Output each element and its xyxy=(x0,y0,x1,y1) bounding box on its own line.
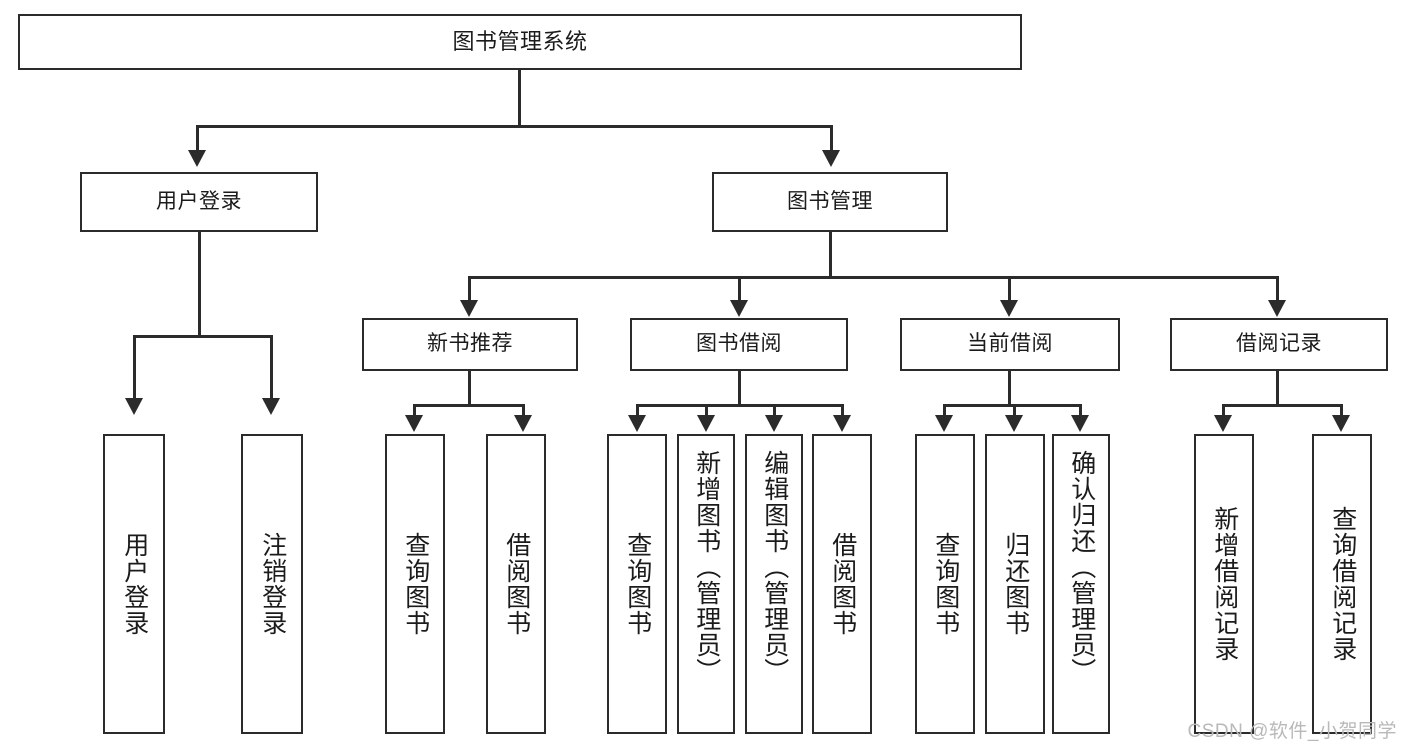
arrow-leaf-borrow-book-2 xyxy=(833,415,851,432)
node-leaf-confirm-return-label: 确认归还（管理员） xyxy=(1067,450,1096,684)
arrow-to-book-manage xyxy=(822,150,840,167)
node-leaf-borrow-book-2[interactable]: 借阅图书 xyxy=(812,434,872,734)
node-leaf-edit-book-label: 编辑图书（管理员） xyxy=(760,450,789,684)
arrow-to-borrow-record xyxy=(1268,300,1286,317)
connector-current-borrow-stem xyxy=(1008,371,1011,405)
node-root-label: 图书管理系统 xyxy=(452,29,588,55)
node-leaf-edit-book[interactable]: 编辑图书（管理员） xyxy=(745,434,803,734)
connector-borrow-record-stem xyxy=(1276,371,1279,405)
connector-book-manage-bus xyxy=(468,276,1278,279)
connector-new-book-rec-left xyxy=(413,404,416,418)
node-leaf-query-book-2-label: 查询图书 xyxy=(623,532,652,636)
connector-current-borrow-c3 xyxy=(1079,404,1082,418)
connector-book-borrow-c4 xyxy=(841,404,844,418)
node-leaf-borrow-book-2-label: 借阅图书 xyxy=(828,532,857,636)
node-leaf-query-book-2[interactable]: 查询图书 xyxy=(607,434,667,734)
connector-new-book-rec-stem xyxy=(468,371,471,405)
node-leaf-confirm-return[interactable]: 确认归还（管理员） xyxy=(1052,434,1110,734)
arrow-leaf-borrow-book-1 xyxy=(514,415,532,432)
connector-to-current-borrow xyxy=(1008,276,1011,304)
connector-borrow-record-right xyxy=(1340,404,1343,418)
node-leaf-return-book[interactable]: 归还图书 xyxy=(985,434,1045,734)
node-leaf-logout-label: 注销登录 xyxy=(258,532,287,636)
connector-to-book-manage xyxy=(830,125,833,153)
arrow-leaf-add-record xyxy=(1214,415,1232,432)
connector-book-borrow-bus xyxy=(636,404,844,407)
arrow-to-book-borrow xyxy=(730,300,748,317)
connector-book-borrow-c1 xyxy=(636,404,639,418)
node-leaf-user-login-label: 用户登录 xyxy=(120,532,149,636)
node-leaf-query-record-label: 查询借阅记录 xyxy=(1328,506,1357,662)
arrow-leaf-logout xyxy=(262,398,280,415)
node-book-borrow-label: 图书借阅 xyxy=(696,332,782,356)
arrow-leaf-query-book-1 xyxy=(405,415,423,432)
arrow-leaf-confirm-return xyxy=(1071,415,1089,432)
node-user-login[interactable]: 用户登录 xyxy=(80,172,318,232)
connector-current-borrow-c2 xyxy=(1013,404,1016,418)
node-leaf-add-book-label: 新增图书（管理员） xyxy=(692,450,721,684)
connector-book-manage-stem xyxy=(829,232,832,278)
node-borrow-record[interactable]: 借阅记录 xyxy=(1170,318,1388,371)
arrow-leaf-edit-book xyxy=(765,415,783,432)
connector-root-bus xyxy=(196,125,833,128)
node-leaf-borrow-book-1-label: 借阅图书 xyxy=(502,532,531,636)
connector-user-login-bus xyxy=(133,335,273,338)
connector-user-login-right xyxy=(270,335,273,400)
arrow-to-user-login xyxy=(188,150,206,167)
connector-book-borrow-c3 xyxy=(773,404,776,418)
connector-current-borrow-bus xyxy=(943,404,1082,407)
arrow-leaf-query-book-3 xyxy=(935,415,953,432)
node-current-borrow[interactable]: 当前借阅 xyxy=(900,318,1120,371)
node-leaf-return-book-label: 归还图书 xyxy=(1001,532,1030,636)
connector-current-borrow-c1 xyxy=(943,404,946,418)
connector-book-borrow-c2 xyxy=(705,404,708,418)
connector-user-login-left xyxy=(133,335,136,400)
node-leaf-query-book-1-label: 查询图书 xyxy=(401,532,430,636)
arrow-leaf-query-record xyxy=(1332,415,1350,432)
node-leaf-query-book-3-label: 查询图书 xyxy=(931,532,960,636)
node-borrow-record-label: 借阅记录 xyxy=(1236,332,1322,356)
node-book-borrow[interactable]: 图书借阅 xyxy=(630,318,848,371)
connector-user-login-stem xyxy=(198,232,201,337)
arrow-leaf-user-login xyxy=(125,398,143,415)
node-leaf-borrow-book-1[interactable]: 借阅图书 xyxy=(486,434,546,734)
arrow-leaf-add-book xyxy=(697,415,715,432)
arrow-leaf-return-book xyxy=(1005,415,1023,432)
connector-new-book-rec-right xyxy=(522,404,525,418)
connector-to-borrow-record xyxy=(1276,276,1279,304)
node-leaf-user-login[interactable]: 用户登录 xyxy=(103,434,165,734)
arrow-leaf-query-book-2 xyxy=(628,415,646,432)
node-new-book-rec-label: 新书推荐 xyxy=(427,332,513,356)
node-leaf-add-record-label: 新增借阅记录 xyxy=(1210,506,1239,662)
arrow-to-current-borrow xyxy=(1000,300,1018,317)
node-book-manage[interactable]: 图书管理 xyxy=(712,172,948,232)
node-new-book-rec[interactable]: 新书推荐 xyxy=(362,318,578,371)
connector-borrow-record-left xyxy=(1222,404,1225,418)
csdn-watermark: CSDN @软件_小贺同学 xyxy=(1187,721,1397,742)
node-leaf-query-book-3[interactable]: 查询图书 xyxy=(915,434,975,734)
node-leaf-add-book[interactable]: 新增图书（管理员） xyxy=(677,434,735,734)
node-leaf-logout[interactable]: 注销登录 xyxy=(241,434,303,734)
connector-book-borrow-stem xyxy=(738,371,741,405)
connector-borrow-record-bus xyxy=(1222,404,1342,407)
connector-to-new-book-rec xyxy=(468,276,471,304)
node-leaf-query-book-1[interactable]: 查询图书 xyxy=(385,434,445,734)
node-root[interactable]: 图书管理系统 xyxy=(18,14,1022,70)
connector-new-book-rec-bus xyxy=(413,404,525,407)
connector-root-stem xyxy=(518,70,521,125)
connector-to-book-borrow xyxy=(738,276,741,304)
node-leaf-add-record[interactable]: 新增借阅记录 xyxy=(1194,434,1254,734)
arrow-to-new-book-rec xyxy=(460,300,478,317)
node-user-login-label: 用户登录 xyxy=(156,189,242,213)
node-book-manage-label: 图书管理 xyxy=(787,189,873,213)
connector-to-user-login xyxy=(196,125,199,153)
node-current-borrow-label: 当前借阅 xyxy=(967,332,1053,356)
node-leaf-query-record[interactable]: 查询借阅记录 xyxy=(1312,434,1372,734)
